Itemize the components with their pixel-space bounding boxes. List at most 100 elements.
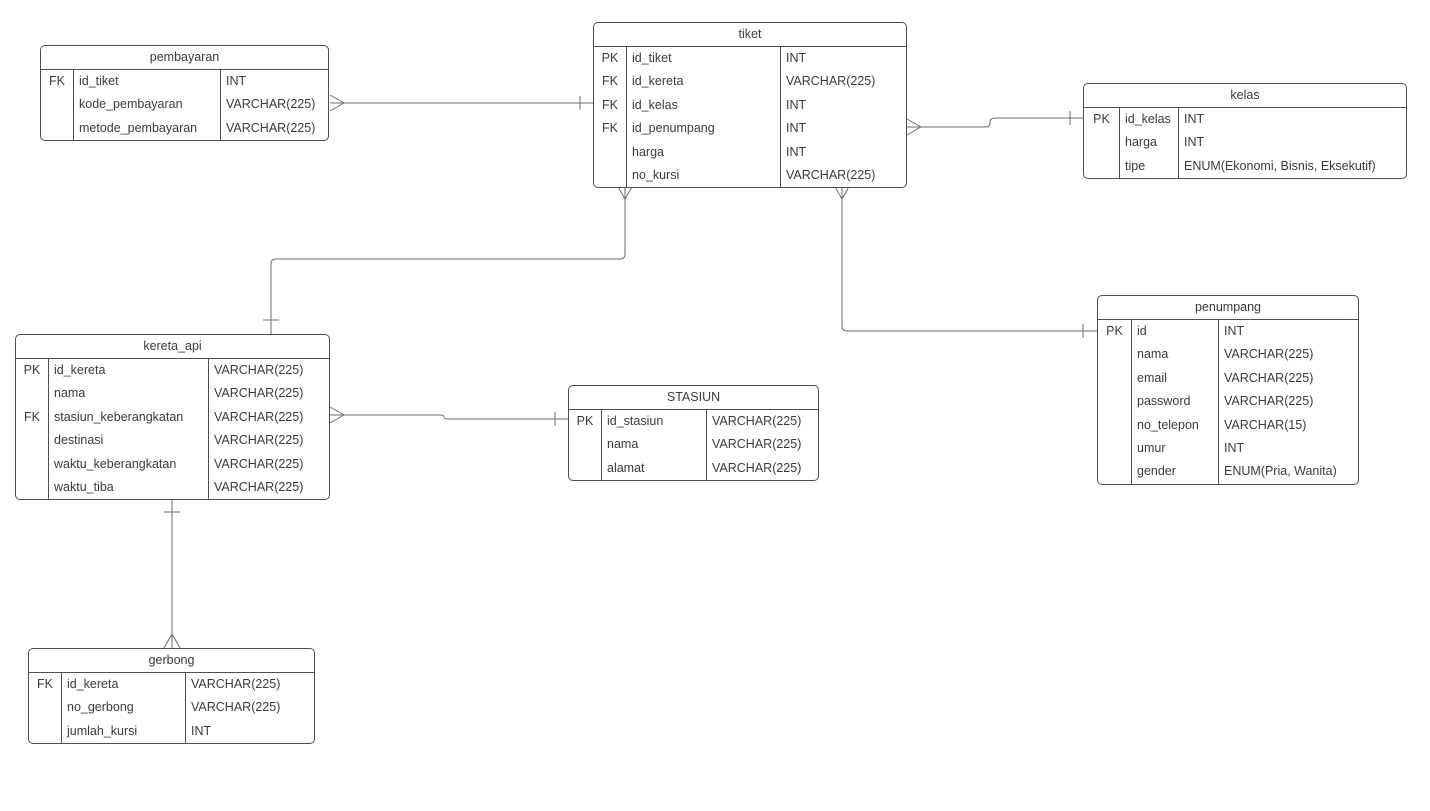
attribute-name-cell: nama bbox=[602, 433, 707, 457]
entity-title: tiket bbox=[594, 23, 906, 47]
table-row: waktu_tiba VARCHAR(225) bbox=[16, 475, 329, 500]
entity-title: gerbong bbox=[29, 649, 314, 673]
attribute-name-cell: email bbox=[1132, 366, 1219, 391]
entity-title: kelas bbox=[1084, 84, 1406, 108]
attribute-name-cell: no_telepon bbox=[1132, 413, 1219, 437]
attribute-type-cell: INT bbox=[1184, 135, 1205, 150]
attribute-type-cell: INT bbox=[1224, 440, 1245, 455]
entity-title: kereta_api bbox=[16, 335, 329, 359]
attribute-type-cell: VARCHAR(225) bbox=[214, 386, 304, 401]
table-row: nama VARCHAR(225) bbox=[569, 433, 818, 457]
attribute-name-cell: id_kereta bbox=[62, 673, 186, 697]
relationship-tiket-kelas[interactable] bbox=[906, 111, 1083, 136]
key-cell bbox=[594, 140, 627, 164]
attribute-name-cell: jumlah_kursi bbox=[62, 719, 186, 744]
key-cell bbox=[16, 452, 49, 476]
key-cell: PK bbox=[594, 47, 627, 71]
table-row: harga INT bbox=[1084, 131, 1406, 155]
relationship-tiket-kereta-api[interactable] bbox=[263, 184, 634, 334]
attribute-type-cell: VARCHAR(225) bbox=[712, 437, 802, 452]
attribute-type-cell: INT bbox=[1224, 324, 1245, 338]
attribute-name-cell: waktu_tiba bbox=[49, 475, 209, 500]
key-cell bbox=[16, 429, 49, 453]
table-row: jumlah_kursi INT bbox=[29, 719, 314, 744]
crow-foot-many-icon bbox=[906, 118, 922, 136]
attribute-name-cell: harga bbox=[627, 140, 781, 164]
attribute-name-cell: waktu_keberangkatan bbox=[49, 452, 209, 476]
crow-foot-many-icon bbox=[329, 406, 345, 424]
attribute-name-cell: id_tiket bbox=[74, 70, 221, 94]
attribute-name-cell: kode_pembayaran bbox=[74, 93, 221, 117]
attribute-type-cell: VARCHAR(225) bbox=[214, 409, 304, 424]
attribute-type-cell: ENUM(Pria, Wanita) bbox=[1224, 464, 1337, 479]
key-cell bbox=[41, 116, 74, 141]
key-cell: FK bbox=[594, 70, 627, 94]
attribute-name-cell: harga bbox=[1120, 131, 1179, 155]
attribute-type-cell: VARCHAR(225) bbox=[226, 120, 316, 135]
relationship-line bbox=[841, 185, 1097, 332]
relationship-kereta-api-stasiun[interactable] bbox=[329, 406, 568, 426]
attribute-type-cell: VARCHAR(225) bbox=[214, 363, 304, 377]
key-cell: FK bbox=[594, 117, 627, 141]
key-cell: PK bbox=[16, 359, 49, 383]
key-cell bbox=[1098, 390, 1132, 414]
attribute-name-cell: tipe bbox=[1120, 154, 1179, 179]
attribute-name-cell: id_kereta bbox=[627, 70, 781, 94]
key-cell: PK bbox=[1084, 108, 1120, 132]
key-cell: PK bbox=[1098, 320, 1132, 344]
relationship-tiket-penumpang[interactable] bbox=[833, 184, 1097, 338]
attribute-type-cell: VARCHAR(225) bbox=[786, 74, 876, 89]
key-cell: FK bbox=[16, 405, 49, 430]
attribute-type-cell: VARCHAR(225) bbox=[1224, 370, 1314, 385]
crow-foot-many-icon bbox=[329, 94, 345, 112]
key-cell bbox=[1098, 366, 1132, 391]
key-cell bbox=[1098, 413, 1132, 437]
attribute-type-cell: VARCHAR(225) bbox=[712, 414, 802, 428]
key-cell bbox=[594, 163, 627, 188]
attribute-name-cell: no_gerbong bbox=[62, 696, 186, 720]
attribute-type-cell: INT bbox=[786, 121, 807, 136]
attribute-name-cell: gender bbox=[1132, 460, 1219, 484]
relationship-pembayaran-tiket[interactable] bbox=[329, 94, 593, 112]
relationship-kereta-api-gerbong[interactable] bbox=[163, 497, 181, 649]
attribute-name-cell: id_kelas bbox=[627, 93, 781, 118]
relationship-line bbox=[270, 185, 626, 334]
attribute-type-cell: INT bbox=[191, 723, 212, 738]
attribute-type-cell: VARCHAR(225) bbox=[191, 677, 281, 691]
attribute-type-cell: VARCHAR(225) bbox=[214, 433, 304, 448]
table-row: email VARCHAR(225) bbox=[1098, 366, 1358, 391]
relationship-line bbox=[330, 414, 568, 420]
table-row: gender ENUM(Pria, Wanita) bbox=[1098, 460, 1358, 484]
key-cell bbox=[29, 719, 62, 744]
attribute-name-cell: id_kereta bbox=[49, 359, 209, 383]
crow-foot-many-icon bbox=[163, 633, 181, 649]
key-cell bbox=[1098, 460, 1132, 484]
attribute-type-cell: VARCHAR(225) bbox=[214, 479, 304, 494]
attribute-type-cell: INT bbox=[786, 51, 807, 65]
key-cell bbox=[16, 382, 49, 406]
attribute-name-cell: alamat bbox=[602, 456, 707, 481]
